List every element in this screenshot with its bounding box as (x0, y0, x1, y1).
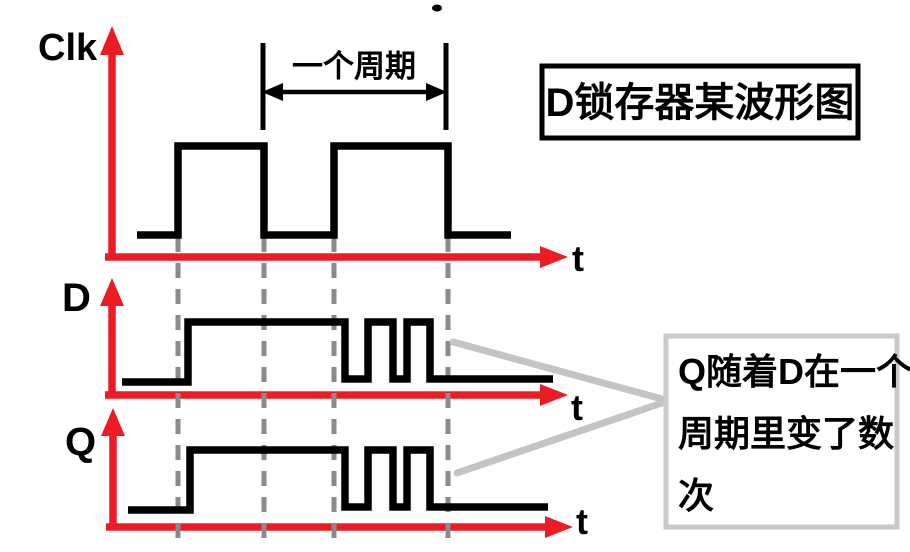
note-connectors (449, 338, 666, 477)
note-line-1: Q随着D在一个 (678, 351, 910, 392)
clk-t-axis-arrowhead-icon (540, 246, 568, 268)
title-box: D锁存器某波形图 (539, 63, 861, 141)
title-box-text: D锁存器某波形图 (546, 81, 855, 125)
d-time-label: t (571, 387, 583, 428)
q-axes (101, 408, 573, 538)
clk-y-axis-arrowhead-icon (100, 26, 124, 55)
clk-waveform (137, 142, 511, 239)
q-waveform (128, 446, 548, 514)
stray-dot (432, 4, 442, 12)
clk-time-label: t (572, 238, 584, 279)
waveforms (122, 142, 553, 514)
connector-line-from-d (449, 338, 666, 403)
note-box: Q随着D在一个 周期里变了数 次 (663, 333, 910, 530)
d-waveform (122, 318, 553, 386)
note-line-3: 次 (678, 475, 714, 516)
period-arrowhead-left-icon (262, 83, 283, 101)
d-signal-label: D (62, 276, 91, 320)
q-t-axis-arrowhead-icon (545, 516, 573, 538)
q-time-label: t (576, 501, 588, 542)
q-y-axis-arrowhead-icon (101, 408, 125, 436)
note-box-border (663, 333, 900, 530)
q-signal-label: Q (65, 420, 96, 464)
clk-signal-label: Clk (38, 27, 98, 69)
clk-axes (100, 26, 568, 268)
note-line-2: 周期里变了数 (678, 413, 894, 454)
d-y-axis-arrowhead-icon (100, 278, 124, 306)
connector-line-from-q (453, 399, 666, 477)
period-label: 一个周期 (292, 49, 416, 84)
period-arrowhead-right-icon (426, 83, 447, 101)
d-t-axis-arrowhead-icon (540, 384, 568, 406)
title-box-border (539, 63, 861, 141)
period-annotation: 一个周期 (260, 43, 449, 130)
